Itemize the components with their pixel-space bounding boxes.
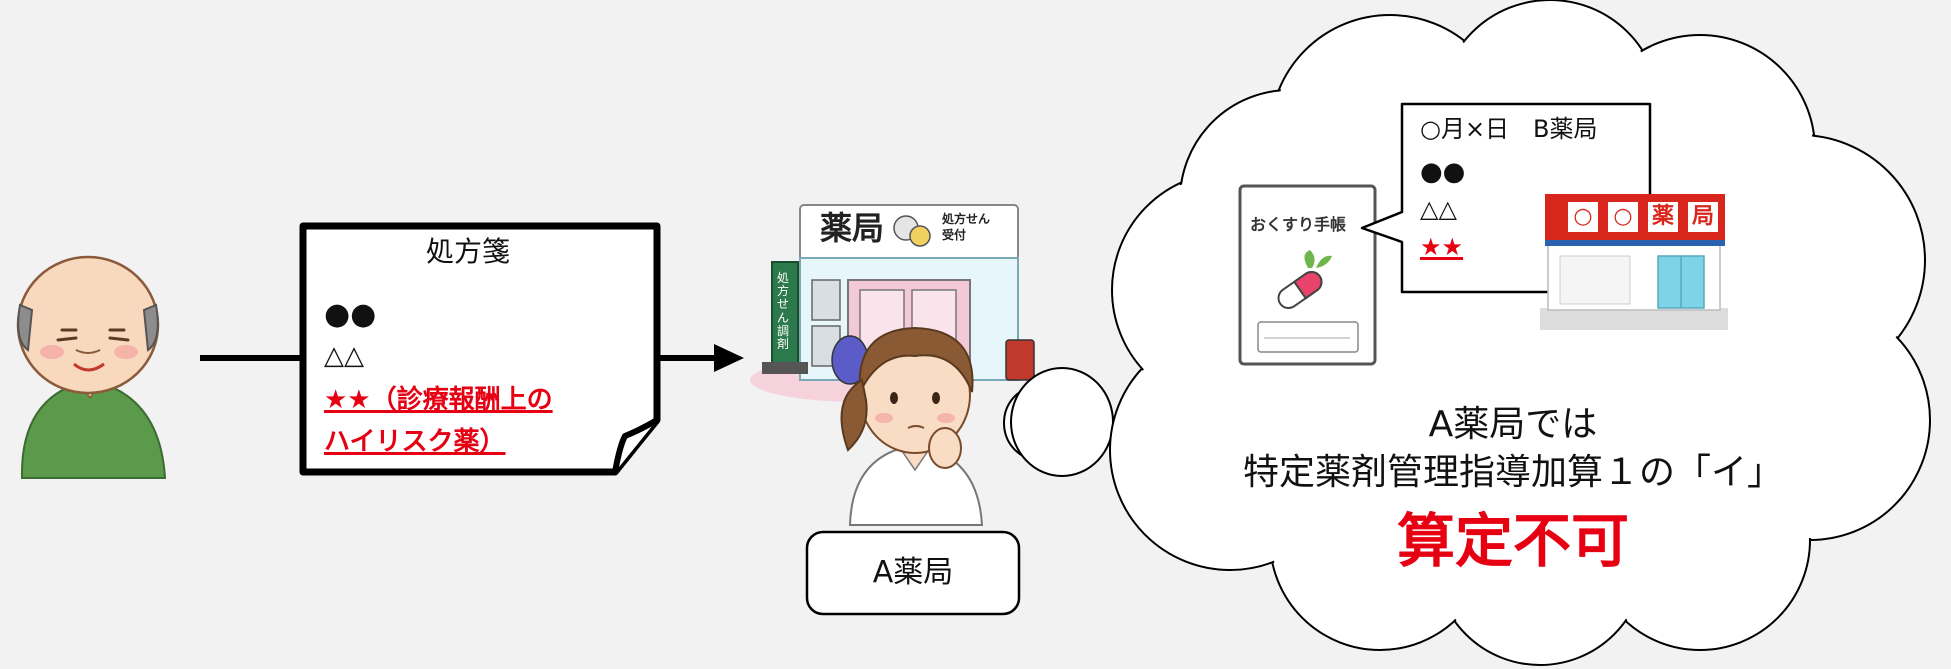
record-line-3: △△ (1420, 195, 1457, 223)
pharmacy-b-sign-char: 局 (1688, 202, 1718, 232)
pharmacy-b-sign-char: ○ (1608, 202, 1638, 232)
thought-verdict: 算定不可 (1396, 507, 1629, 575)
prescription-paper (299, 222, 661, 476)
pharmacy-a-sign: 薬局 (820, 209, 885, 247)
patient-illustration (16, 255, 167, 479)
prescription-line-2: △△ (324, 341, 364, 371)
record-line-1: ○月×日 B薬局 (1420, 115, 1598, 143)
prescription-title: 処方箋 (426, 235, 511, 268)
pharmacy-a-sign-sub: 処方せん 受付 (942, 212, 991, 242)
thought-bubble-trail (1003, 367, 1114, 477)
record-line-2: ●● (1420, 157, 1466, 187)
notebook-title: おくすり手帳 (1250, 215, 1347, 234)
thought-line-2: 特定薬剤管理指導加算１の「イ」 (1242, 452, 1783, 493)
pharmacy-b-sign-char: ○ (1568, 202, 1598, 232)
pharmacy-b-sign: ○ ○ 薬 局 (1568, 202, 1718, 232)
flow-arrow (200, 344, 744, 372)
prescription-line-3b: ハイリスク薬） (324, 427, 506, 457)
pharmacy-a-label: A薬局 (872, 555, 954, 590)
record-line-4: ★★ (1420, 233, 1464, 261)
pharmacy-a-side-sign: 処方せん調剤 (777, 271, 790, 351)
prescription-line-3a: ★★（診療報酬上の (324, 385, 553, 415)
pharmacy-a-label-box (805, 530, 1021, 616)
medicine-notebook (1238, 184, 1377, 366)
pharmacy-b-sign-char: 薬 (1648, 202, 1678, 232)
thought-line-1: A薬局では (1428, 404, 1598, 445)
pharmacist-illustration (840, 326, 984, 526)
prescription-line-1: ●● (324, 297, 377, 332)
